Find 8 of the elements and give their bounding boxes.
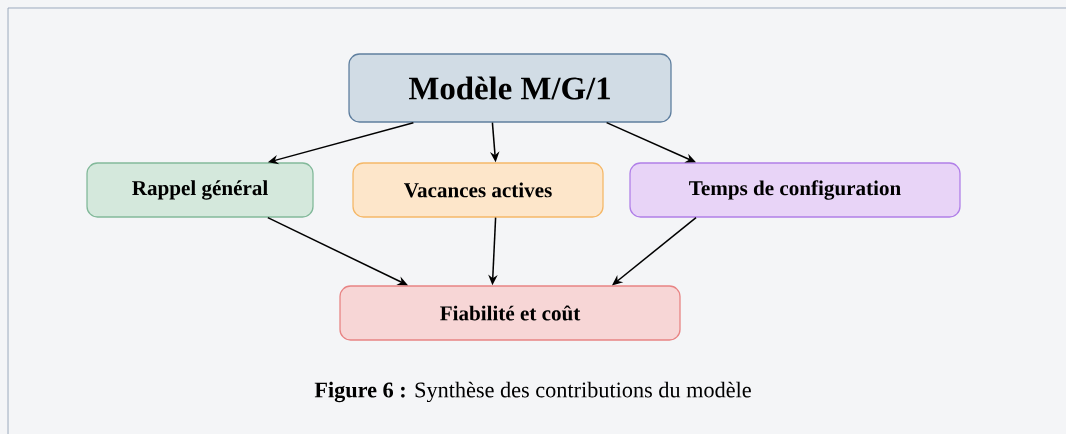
topic-box: Vacances actives (352, 162, 604, 218)
topic-box: Rappel général (86, 162, 314, 218)
result-box: Fiabilité et coût (339, 285, 681, 341)
title-box: Modèle M/G/1 (348, 53, 672, 123)
topic-box: Temps de configuration (629, 162, 961, 218)
arrow (605, 121, 696, 163)
caption: Figure 6 : Synthèse des contributions du modèle (314, 381, 751, 403)
arrow (267, 216, 408, 286)
